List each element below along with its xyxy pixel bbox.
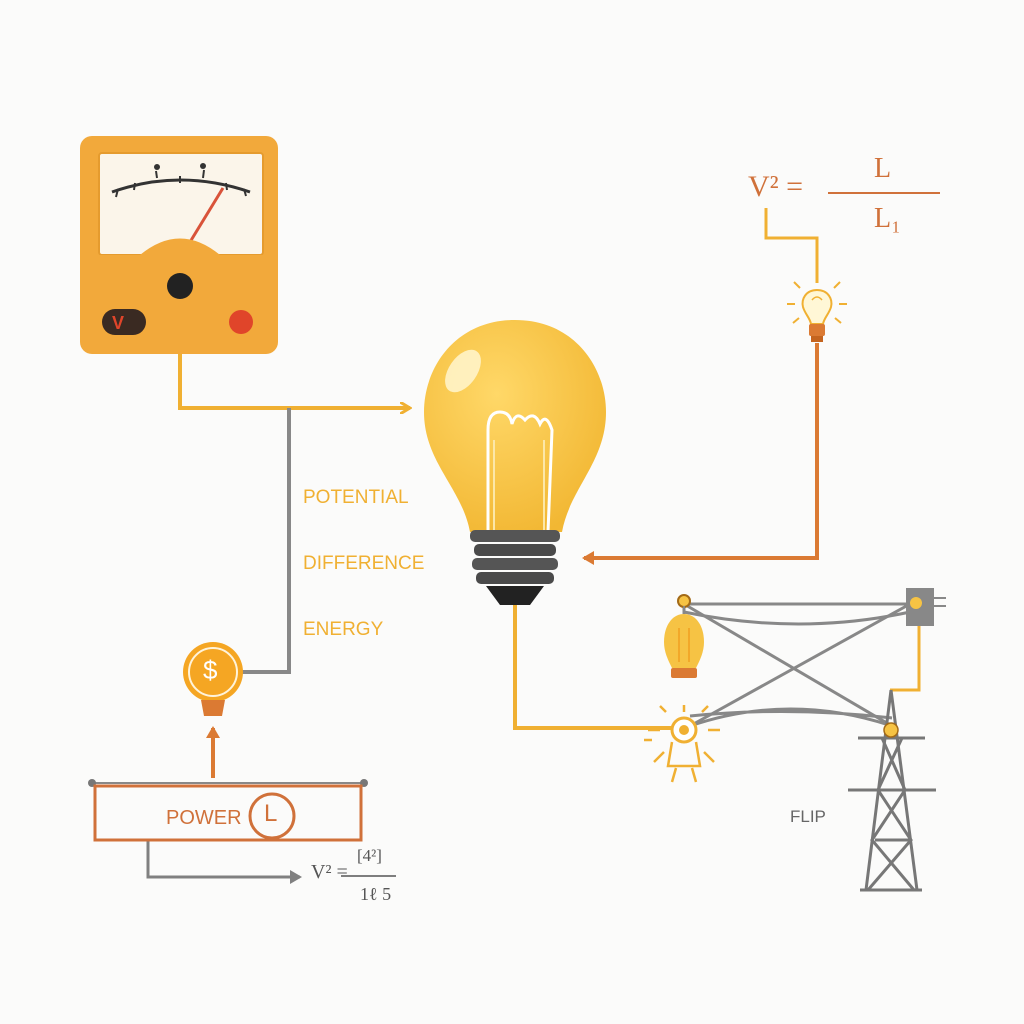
meter-knob [167,273,193,299]
voltmeter [80,136,278,354]
flip-label: FLIP [790,807,826,826]
meter-to-bulb-wire [178,354,410,408]
meter-v-button [102,309,146,335]
side-label: POTENTIAL DIFFERENCE ENERGY [303,443,424,663]
glowing-node-icon [644,705,720,783]
side-label-line-2: DIFFERENCE [303,553,425,574]
bulb-to-tower-wire [513,605,675,730]
side-label-line-1: POTENTIAL [303,487,409,508]
formula-bottom-numerator: [4²] [357,846,382,865]
light-bulb [424,320,606,605]
formula-top-lhs: V² = [748,170,804,203]
power-label: POWER [166,807,242,829]
formula-bottom-lhs: V² = [311,861,348,883]
meter-red-button [229,310,253,334]
small-bulb-icon [787,272,847,342]
formula-top-numerator: L [874,153,892,184]
gray-wire-to-dollar [242,408,291,674]
power-box [88,779,368,842]
dollar-coin-icon [183,642,243,716]
power-line-structure [677,588,946,892]
dollar-symbol: $ [203,655,218,685]
small-bulb-to-bulb-wire [582,343,819,565]
meter-v-label: V [112,313,125,333]
pendant-lamp-icon [664,606,704,678]
power-symbol: L [264,800,278,827]
formula-top-denominator: L₁ [874,203,901,234]
formula-to-small-bulb-wire [764,208,819,283]
wires [146,208,921,884]
power-to-formula-arrow [146,840,302,884]
side-label-line-3: ENERGY [303,619,384,640]
formula-bottom-denominator: 1ℓ 5 [360,884,392,904]
